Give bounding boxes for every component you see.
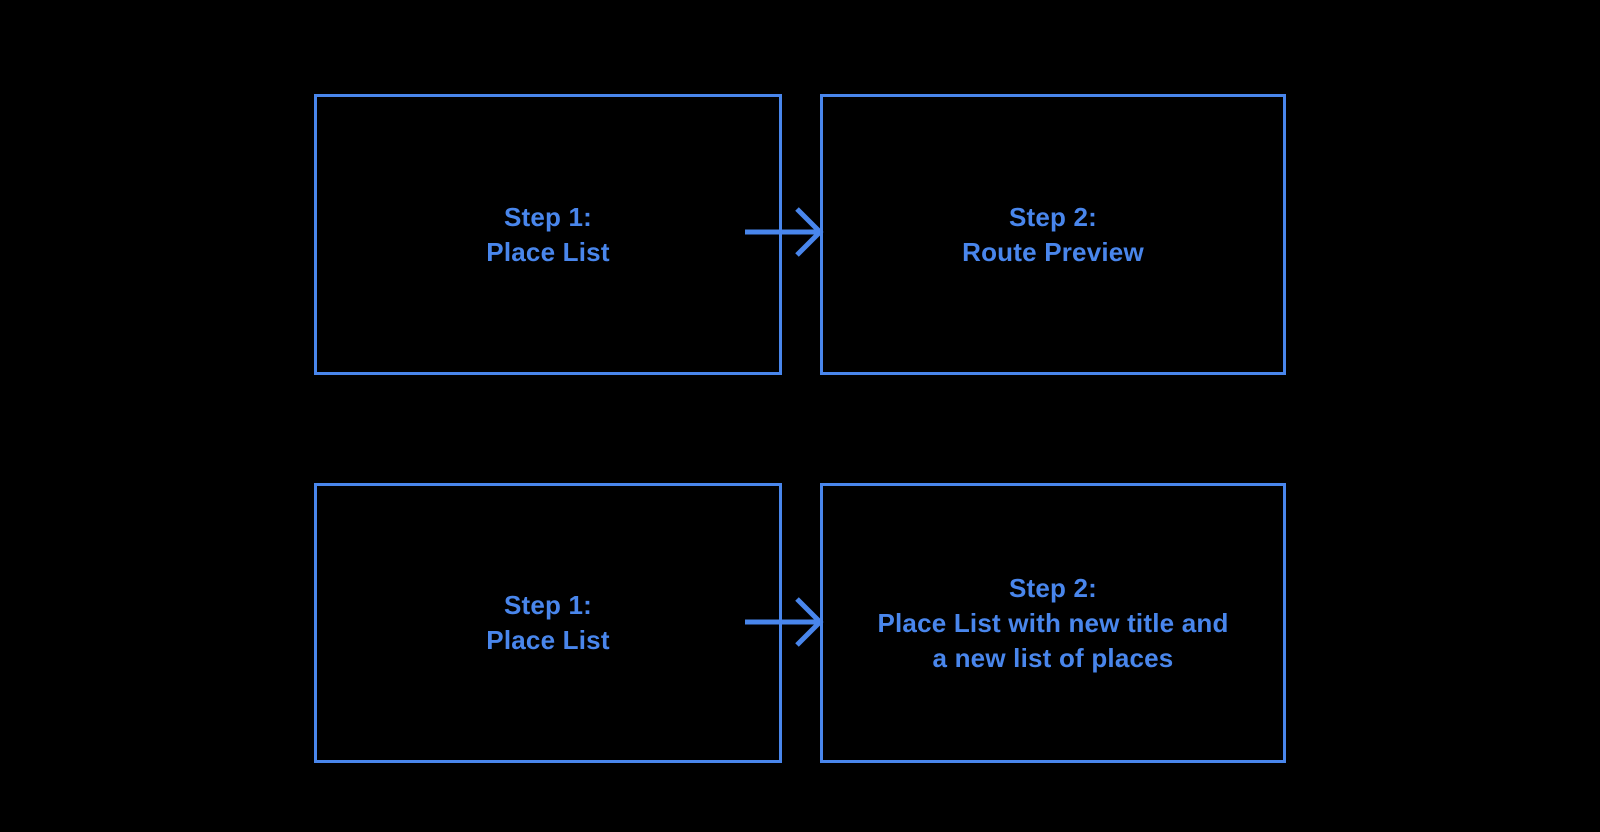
box-step2-label-bottom: Step 2: Place List with new title and a … [877,572,1229,673]
box-step2-label-top: Step 2: Route Preview [962,201,1144,267]
arrow-right-icon [745,207,824,257]
arrow-right-icon [745,597,824,647]
box-step1-label-bottom: Step 1: Place List [486,590,610,655]
box-step1-place-list-bottom: Step 1: Place List [314,483,782,763]
box-step2-route-preview: Step 2: Route Preview [820,94,1286,375]
box-step1-label-top: Step 1: Place List [486,201,610,267]
box-step1-place-list-top: Step 1: Place List [314,94,782,375]
box-step2-new-place-list: Step 2: Place List with new title and a … [820,483,1286,763]
